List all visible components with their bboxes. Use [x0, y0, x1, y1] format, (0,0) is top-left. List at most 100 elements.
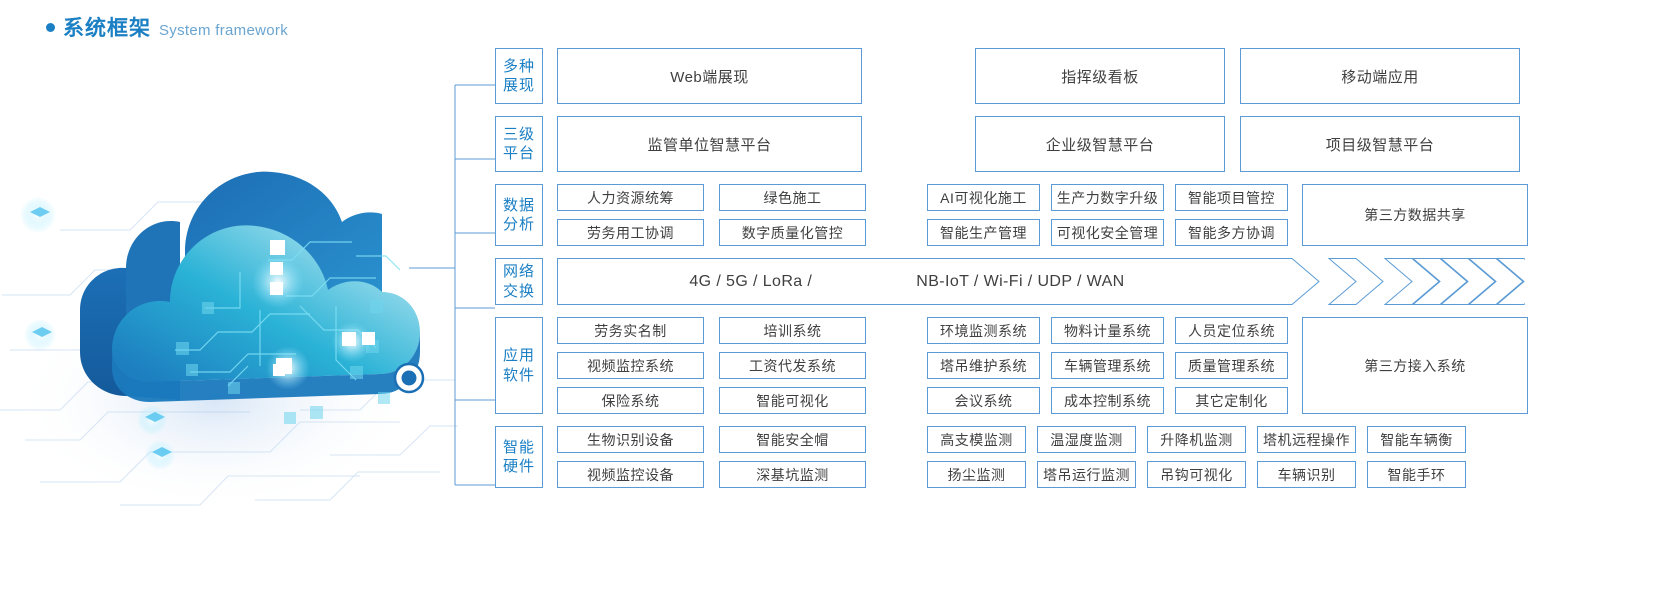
cell-item[interactable]: 物料计量系统 — [1051, 317, 1164, 344]
group-data-analysis-right: 第三方数据共享 — [1302, 184, 1528, 246]
cell-item[interactable]: 会议系统 — [927, 387, 1040, 414]
page-title-cn: 系统框架 — [63, 17, 151, 40]
network-protocol-group-1: 4G / 5G / LoRa / — [689, 272, 813, 290]
cell-item[interactable]: 保险系统 — [557, 387, 704, 414]
cell-item[interactable]: 智能可视化 — [719, 387, 866, 414]
bullet-dot-icon — [46, 23, 55, 32]
row-presentation: 多种 展现 Web端展现 指挥级看板 移动端应用 — [495, 48, 1525, 104]
cell-item[interactable]: 视频监控设备 — [557, 461, 704, 488]
row-label-line: 软件 — [502, 366, 535, 384]
cell-regulator-platform[interactable]: 监管单位智慧平台 — [557, 116, 862, 172]
cell-item[interactable]: 视频监控系统 — [557, 352, 704, 379]
cell-item[interactable]: 智能项目管控 — [1175, 184, 1288, 211]
spacer — [866, 426, 927, 488]
row-label-platform: 三级 平台 — [495, 116, 543, 172]
cell-third-party-data-sharing[interactable]: 第三方数据共享 — [1302, 184, 1528, 246]
cell-item[interactable]: 生物识别设备 — [557, 426, 704, 453]
cell-item[interactable]: 车辆识别 — [1257, 461, 1356, 488]
cell-item[interactable]: 生产力数字升级 — [1051, 184, 1164, 211]
cell-item[interactable]: 成本控制系统 — [1051, 387, 1164, 414]
row-data-analysis: 数据 分析 人力资源统筹 绿色施工 劳务用工协调 数字质量化管控 AI可视化施工… — [495, 184, 1528, 246]
row-network-exchange: 网络 交换 — [495, 258, 1525, 305]
row-platform: 三级 平台 监管单位智慧平台 企业级智慧平台 项目级智慧平台 — [495, 116, 1525, 172]
spacer — [1288, 184, 1302, 246]
cell-item[interactable]: 塔吊运行监测 — [1037, 461, 1136, 488]
connector-tree — [395, 55, 505, 515]
cell-item[interactable]: 环境监测系统 — [927, 317, 1040, 344]
spacer — [866, 184, 927, 246]
group-application-right: 第三方接入系统 — [1302, 317, 1528, 414]
cell-item[interactable]: 扬尘监测 — [927, 461, 1026, 488]
row-label-line: 平台 — [502, 145, 535, 162]
page-title-en: System framework — [159, 22, 288, 39]
cell-item[interactable]: 绿色施工 — [719, 184, 866, 211]
row-application-software: 应用 软件 劳务实名制 培训系统 视频监控系统 工资代发系统 保险系统 智能可视… — [495, 317, 1528, 414]
row-label-line: 网络 — [502, 263, 535, 281]
cell-item[interactable]: AI可视化施工 — [927, 184, 1040, 211]
row-label-data-analysis: 数据 分析 — [495, 184, 543, 246]
connection-node-icon — [393, 362, 425, 394]
row-label-line: 展现 — [502, 77, 535, 94]
cell-item[interactable]: 劳务用工协调 — [557, 219, 704, 246]
row-label-line: 应用 — [502, 347, 535, 365]
cell-web-display[interactable]: Web端展现 — [557, 48, 862, 104]
cell-command-dashboard[interactable]: 指挥级看板 — [975, 48, 1225, 104]
network-band[interactable]: 4G / 5G / LoRa / NB-IoT / Wi-Fi / UDP / … — [557, 258, 1525, 305]
cloud-circuit-illustration — [0, 110, 460, 510]
group-data-analysis-mid: AI可视化施工 生产力数字升级 智能项目管控 智能生产管理 可视化安全管理 智能… — [927, 184, 1288, 246]
row-label-line: 数据 — [502, 196, 535, 214]
cell-item[interactable]: 深基坑监测 — [719, 461, 866, 488]
cell-item[interactable]: 温湿度监测 — [1037, 426, 1136, 453]
spacer — [862, 116, 975, 172]
spacer — [1288, 317, 1302, 414]
row-label-line: 智能 — [502, 438, 535, 456]
cell-item[interactable]: 人员定位系统 — [1175, 317, 1288, 344]
cell-item[interactable]: 吊钩可视化 — [1147, 461, 1246, 488]
cell-item[interactable]: 智能车辆衡 — [1367, 426, 1466, 453]
cell-enterprise-platform[interactable]: 企业级智慧平台 — [975, 116, 1225, 172]
group-application-mid: 环境监测系统 物料计量系统 人员定位系统 塔吊维护系统 车辆管理系统 质量管理系… — [927, 317, 1288, 414]
spacer — [862, 48, 975, 104]
row-label-network-exchange: 网络 交换 — [495, 258, 543, 305]
row-label-line: 硬件 — [502, 458, 535, 475]
group-hardware-left: 生物识别设备 智能安全帽 视频监控设备 深基坑监测 — [557, 426, 866, 488]
system-framework-diagram: 多种 展现 Web端展现 指挥级看板 移动端应用 三级 平台 监管单位智慧平台 … — [495, 48, 1528, 488]
cell-third-party-access-system[interactable]: 第三方接入系统 — [1302, 317, 1528, 414]
cell-item[interactable]: 升降机监测 — [1147, 426, 1246, 453]
row-label-presentation: 多种 展现 — [495, 48, 543, 104]
row-label-line: 交换 — [502, 282, 535, 300]
cell-item[interactable]: 质量管理系统 — [1175, 352, 1288, 379]
spacer — [1225, 116, 1240, 172]
cell-item[interactable]: 人力资源统筹 — [557, 184, 704, 211]
cell-item[interactable]: 智能多方协调 — [1175, 219, 1288, 246]
row-label-application-software: 应用 软件 — [495, 317, 543, 414]
cell-item[interactable]: 劳务实名制 — [557, 317, 704, 344]
cell-item[interactable]: 智能安全帽 — [719, 426, 866, 453]
row-label-line: 三级 — [502, 125, 535, 143]
cell-item[interactable]: 塔吊维护系统 — [927, 352, 1040, 379]
cell-item[interactable]: 可视化安全管理 — [1051, 219, 1164, 246]
page-title: 系统框架 System framework — [46, 12, 288, 42]
cell-item[interactable]: 车辆管理系统 — [1051, 352, 1164, 379]
row-label-line: 多种 — [502, 57, 535, 75]
cell-item[interactable]: 智能手环 — [1367, 461, 1466, 488]
network-band-text: 4G / 5G / LoRa / NB-IoT / Wi-Fi / UDP / … — [557, 258, 1257, 305]
network-protocol-group-2: NB-IoT / Wi-Fi / UDP / WAN — [916, 272, 1125, 290]
spacer — [1225, 48, 1240, 104]
cell-item[interactable]: 高支模监测 — [927, 426, 1026, 453]
cell-item[interactable]: 智能生产管理 — [927, 219, 1040, 246]
cell-mobile-app[interactable]: 移动端应用 — [1240, 48, 1520, 104]
cell-item[interactable]: 工资代发系统 — [719, 352, 866, 379]
cell-item[interactable]: 塔机远程操作 — [1257, 426, 1356, 453]
group-data-analysis-left: 人力资源统筹 绿色施工 劳务用工协调 数字质量化管控 — [557, 184, 866, 246]
cell-item[interactable]: 其它定制化 — [1175, 387, 1288, 414]
row-label-line: 分析 — [502, 216, 535, 233]
group-application-left: 劳务实名制 培训系统 视频监控系统 工资代发系统 保险系统 智能可视化 — [557, 317, 866, 414]
row-label-smart-hardware: 智能 硬件 — [495, 426, 543, 488]
cell-item[interactable]: 培训系统 — [719, 317, 866, 344]
group-hardware-right: 高支模监测 温湿度监测 升降机监测 塔机远程操作 智能车辆衡 扬尘监测 塔吊运行… — [927, 426, 1466, 488]
row-smart-hardware: 智能 硬件 生物识别设备 智能安全帽 视频监控设备 深基坑监测 高支模监测 温湿… — [495, 426, 1525, 488]
cell-project-platform[interactable]: 项目级智慧平台 — [1240, 116, 1520, 172]
spacer — [866, 317, 927, 414]
cell-item[interactable]: 数字质量化管控 — [719, 219, 866, 246]
